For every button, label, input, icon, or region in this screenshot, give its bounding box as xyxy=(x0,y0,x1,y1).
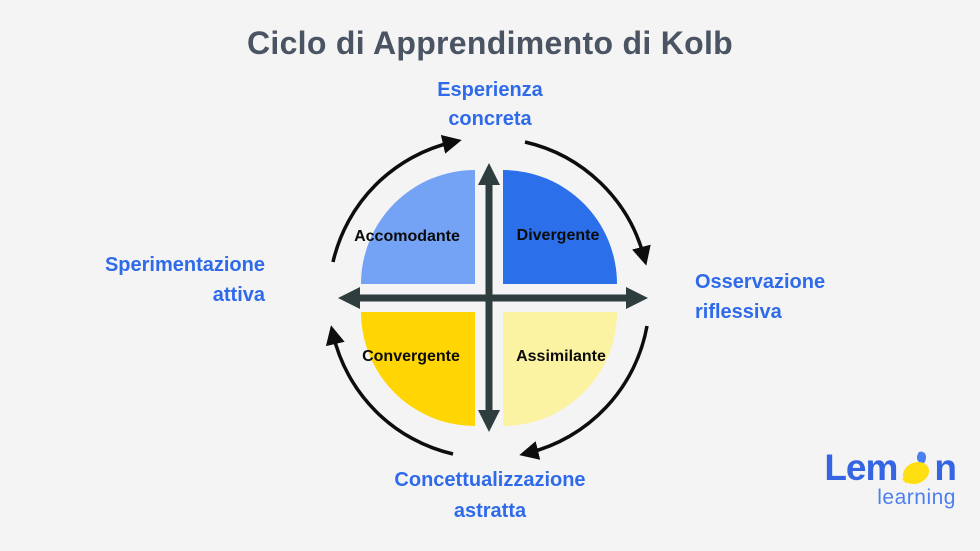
logo-text-end: n xyxy=(934,447,957,488)
cycle-arrow-top-right xyxy=(524,140,651,266)
logo-wordmark: Lem n xyxy=(824,447,957,488)
axis-arrowhead-right xyxy=(626,287,648,309)
logo-text-start: Lem xyxy=(824,447,898,488)
lemon-body-shape xyxy=(903,461,930,485)
stage-left-line2: attiva xyxy=(212,284,265,306)
stage-bottom-line1: Concettualizzazione xyxy=(394,469,586,491)
stage-label-sperimentazione-attiva: Sperimentazione attiva xyxy=(0,250,265,310)
stage-label-esperienza-concreta: Esperienza concreta xyxy=(0,76,980,134)
quadrant-assimilante-shape xyxy=(503,312,617,426)
stage-label-osservazione-riflessiva: Osservazione riflessiva xyxy=(695,267,825,327)
cycle-arrow-top-left xyxy=(331,134,462,263)
axis-arrowhead-bottom xyxy=(478,410,500,432)
lemon-leaf-shape xyxy=(917,451,927,464)
cycle-arrow-bottom-left xyxy=(325,325,454,456)
lemon-tip-shape xyxy=(901,478,909,484)
stage-top-line2: concreta xyxy=(448,108,532,130)
quadrant-accomodante-shape xyxy=(361,170,475,284)
quadrant-label-assimilante: Assimilante xyxy=(516,348,606,365)
stage-bottom-line2: astratta xyxy=(453,500,527,522)
cycle-arrow-bottom-right xyxy=(519,325,649,460)
quadrant-label-accomodante: Accomodante xyxy=(354,228,460,245)
quadrant-label-divergente: Divergente xyxy=(516,227,600,244)
quadrant-label-convergente: Convergente xyxy=(362,348,460,365)
stage-top-line1: Esperienza xyxy=(437,79,543,101)
lemon-icon xyxy=(901,451,930,485)
stage-right-line2: riflessiva xyxy=(695,301,782,323)
logo-subtext: learning xyxy=(877,486,956,509)
quadrant-divergente-shape xyxy=(503,170,617,284)
lemon-learning-logo: Lem n learning xyxy=(824,447,957,509)
stage-right-line1: Osservazione xyxy=(695,271,826,293)
axis-arrowhead-top xyxy=(478,163,500,185)
stage-left-line1: Sperimentazione xyxy=(104,254,265,276)
quadrant-convergente-shape xyxy=(361,312,475,426)
axis-arrowhead-left xyxy=(338,287,360,309)
stage-label-concettualizzazione-astratta: Concettualizzazione astratta xyxy=(0,465,980,527)
page-title: Ciclo di Apprendimento di Kolb xyxy=(246,25,733,61)
